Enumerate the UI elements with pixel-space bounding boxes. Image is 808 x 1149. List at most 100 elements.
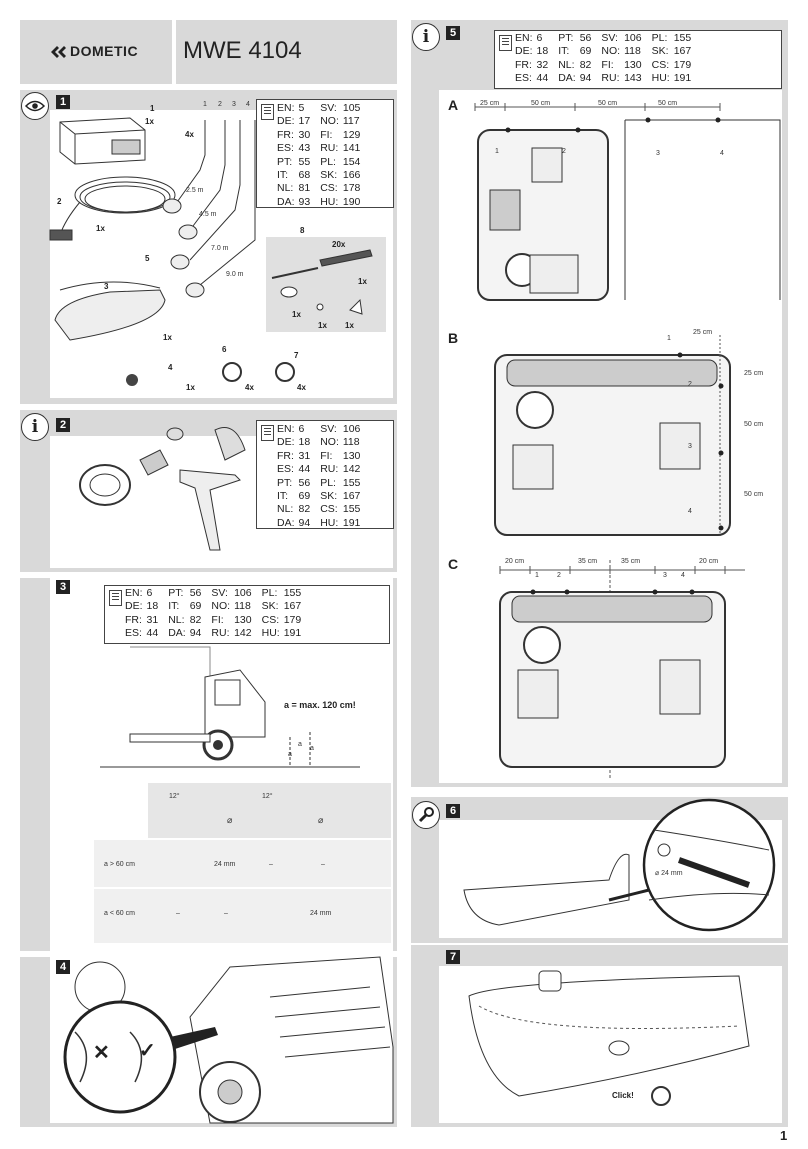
lang-code: DA: xyxy=(277,195,295,208)
height-a-1: a xyxy=(288,751,292,758)
angle-table: 12° 12° ⌀ ⌀ a > 60 cm 24 mm – – a < 60 c… xyxy=(94,783,391,943)
truck-front-illustration xyxy=(63,956,394,1124)
lang-code: IT: xyxy=(168,600,180,613)
lang-page: 105 xyxy=(342,102,361,114)
lang-page: 6 xyxy=(298,423,305,435)
lang-code: NL: xyxy=(558,58,575,71)
b-pos-4: 4 xyxy=(688,508,692,515)
sensor-cables xyxy=(174,120,256,286)
connector-digit-4: 4 xyxy=(246,101,250,108)
lang-code: FR: xyxy=(277,449,294,462)
lang-code: NL: xyxy=(277,503,294,516)
part-3-label: 3 xyxy=(104,282,109,291)
lang-page: 167 xyxy=(283,600,302,613)
b-dim-2: 25 cm xyxy=(744,370,764,377)
lang-code: SV: xyxy=(320,423,337,435)
lang-page: 191 xyxy=(283,627,302,640)
lang-code: DE: xyxy=(277,115,295,128)
paint-spray-illustration xyxy=(79,427,246,551)
lang-page: 30 xyxy=(298,128,311,141)
header-bar xyxy=(20,20,397,84)
angle-table-row2-bg xyxy=(94,889,391,943)
lang-page: 190 xyxy=(342,195,361,208)
row2-col1: – xyxy=(176,910,180,917)
a-pos-1: 1 xyxy=(495,148,499,155)
lang-page: 142 xyxy=(342,463,361,476)
lang-page: 130 xyxy=(342,449,361,462)
step-number: 5 xyxy=(446,26,460,40)
lang-code: EN: xyxy=(277,102,295,114)
lang-code: PL: xyxy=(320,155,336,168)
lang-code: NO: xyxy=(601,45,621,58)
b-dim-4: 50 cm xyxy=(744,491,764,498)
kit-qty-1x-d: 1x xyxy=(345,321,354,330)
document-icon xyxy=(261,104,274,120)
step-number: 3 xyxy=(56,580,70,594)
lang-page: 179 xyxy=(673,58,692,71)
info-icon: i xyxy=(412,23,440,51)
lang-page: 191 xyxy=(673,72,692,85)
row1-condition: a > 60 cm xyxy=(104,861,135,868)
diameter-symbol-2: ⌀ xyxy=(318,815,324,825)
display-bar xyxy=(54,281,166,341)
lang-page: 55 xyxy=(298,155,311,168)
lang-page: 17 xyxy=(298,115,311,128)
row1-col3: – xyxy=(269,861,273,868)
lang-page: 155 xyxy=(283,587,302,599)
sensor-mounting-illustration xyxy=(468,970,750,1106)
a-dim-4: 50 cm xyxy=(658,100,678,107)
connector-digit-3: 3 xyxy=(232,101,236,108)
a-dim-2: 50 cm xyxy=(531,100,551,107)
c-pos-2: 2 xyxy=(557,572,561,579)
cable-length-2: 4.5 m xyxy=(199,211,217,218)
part-8-label: 8 xyxy=(300,226,305,235)
lang-code: HU: xyxy=(651,72,670,85)
angle-label-2: 12° xyxy=(262,793,273,800)
lang-page: 129 xyxy=(342,128,361,141)
lang-page: 155 xyxy=(342,503,361,516)
part-3-qty: 1x xyxy=(163,333,172,342)
lang-page: 31 xyxy=(298,449,311,462)
right-mark: ✓ xyxy=(139,1040,156,1062)
lang-code: EN: xyxy=(277,423,295,435)
lang-page: 44 xyxy=(536,72,549,85)
part-2-label: 2 xyxy=(57,197,62,206)
lang-page: 81 xyxy=(298,182,311,195)
dometic-mark-icon xyxy=(51,46,66,58)
c-pos-4: 4 xyxy=(681,572,685,579)
lang-page: 154 xyxy=(342,155,361,168)
lang-page: 18 xyxy=(536,45,549,58)
part-4-label: 4 xyxy=(168,363,173,372)
lang-code: IT: xyxy=(558,45,570,58)
lang-page: 6 xyxy=(536,32,543,44)
lang-page: 106 xyxy=(342,423,361,435)
lang-code: RU: xyxy=(320,463,339,476)
diameter-symbol-1: ⌀ xyxy=(227,815,233,825)
lang-code: DA: xyxy=(277,516,295,529)
angle-table-row1-bg xyxy=(94,840,391,887)
variant-b-label: B xyxy=(448,330,459,346)
part-1-label: 1 xyxy=(150,104,155,113)
lang-code: FI: xyxy=(320,128,333,141)
lang-page: 142 xyxy=(234,627,252,640)
wrong-mark: ✕ xyxy=(93,1042,110,1064)
lang-page: 167 xyxy=(673,45,692,58)
step-number: 1 xyxy=(56,95,70,109)
lang-code: NO: xyxy=(320,115,339,128)
b-pos-3: 3 xyxy=(688,443,692,450)
lang-code: SK: xyxy=(320,490,338,503)
a-dim-1: 25 cm xyxy=(480,100,500,107)
lang-page: 155 xyxy=(673,32,692,44)
